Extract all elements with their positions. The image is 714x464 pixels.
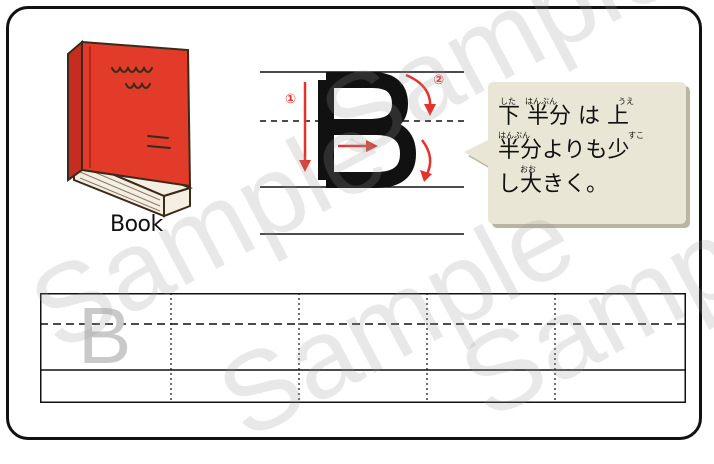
book-caption: Book bbox=[110, 212, 163, 237]
trace-letter[interactable]: B bbox=[78, 291, 132, 380]
tip-text: 下 半分 は 上 半分よりも少 し大きく。 bbox=[498, 100, 683, 202]
furigana-hanbun-1: はんぶん bbox=[525, 97, 557, 106]
furigana-sukoshi: すこ bbox=[628, 131, 644, 140]
book-illustration bbox=[67, 39, 193, 218]
tip-bubble bbox=[464, 82, 690, 228]
tip-line-1: 下 半分 は 上 bbox=[498, 104, 629, 129]
stroke-order-arrows bbox=[299, 73, 436, 182]
furigana-ue: うえ bbox=[618, 97, 634, 106]
book-cover bbox=[81, 40, 192, 188]
furigana-ookiku: おお bbox=[520, 165, 536, 174]
furigana-hanbun-2: はんぶん bbox=[498, 131, 530, 140]
guide-letter-b bbox=[318, 72, 416, 188]
tip-line-3: し大きく。 bbox=[498, 172, 609, 197]
step-label-2: ② bbox=[433, 73, 445, 88]
furigana-shita: した bbox=[500, 97, 516, 106]
letter-guide bbox=[260, 71, 464, 235]
cover-scribble bbox=[111, 65, 153, 89]
tip-line-2: 半分よりも少 bbox=[498, 138, 630, 163]
step-label-1: ① bbox=[285, 92, 297, 107]
practice-grid bbox=[40, 293, 686, 403]
